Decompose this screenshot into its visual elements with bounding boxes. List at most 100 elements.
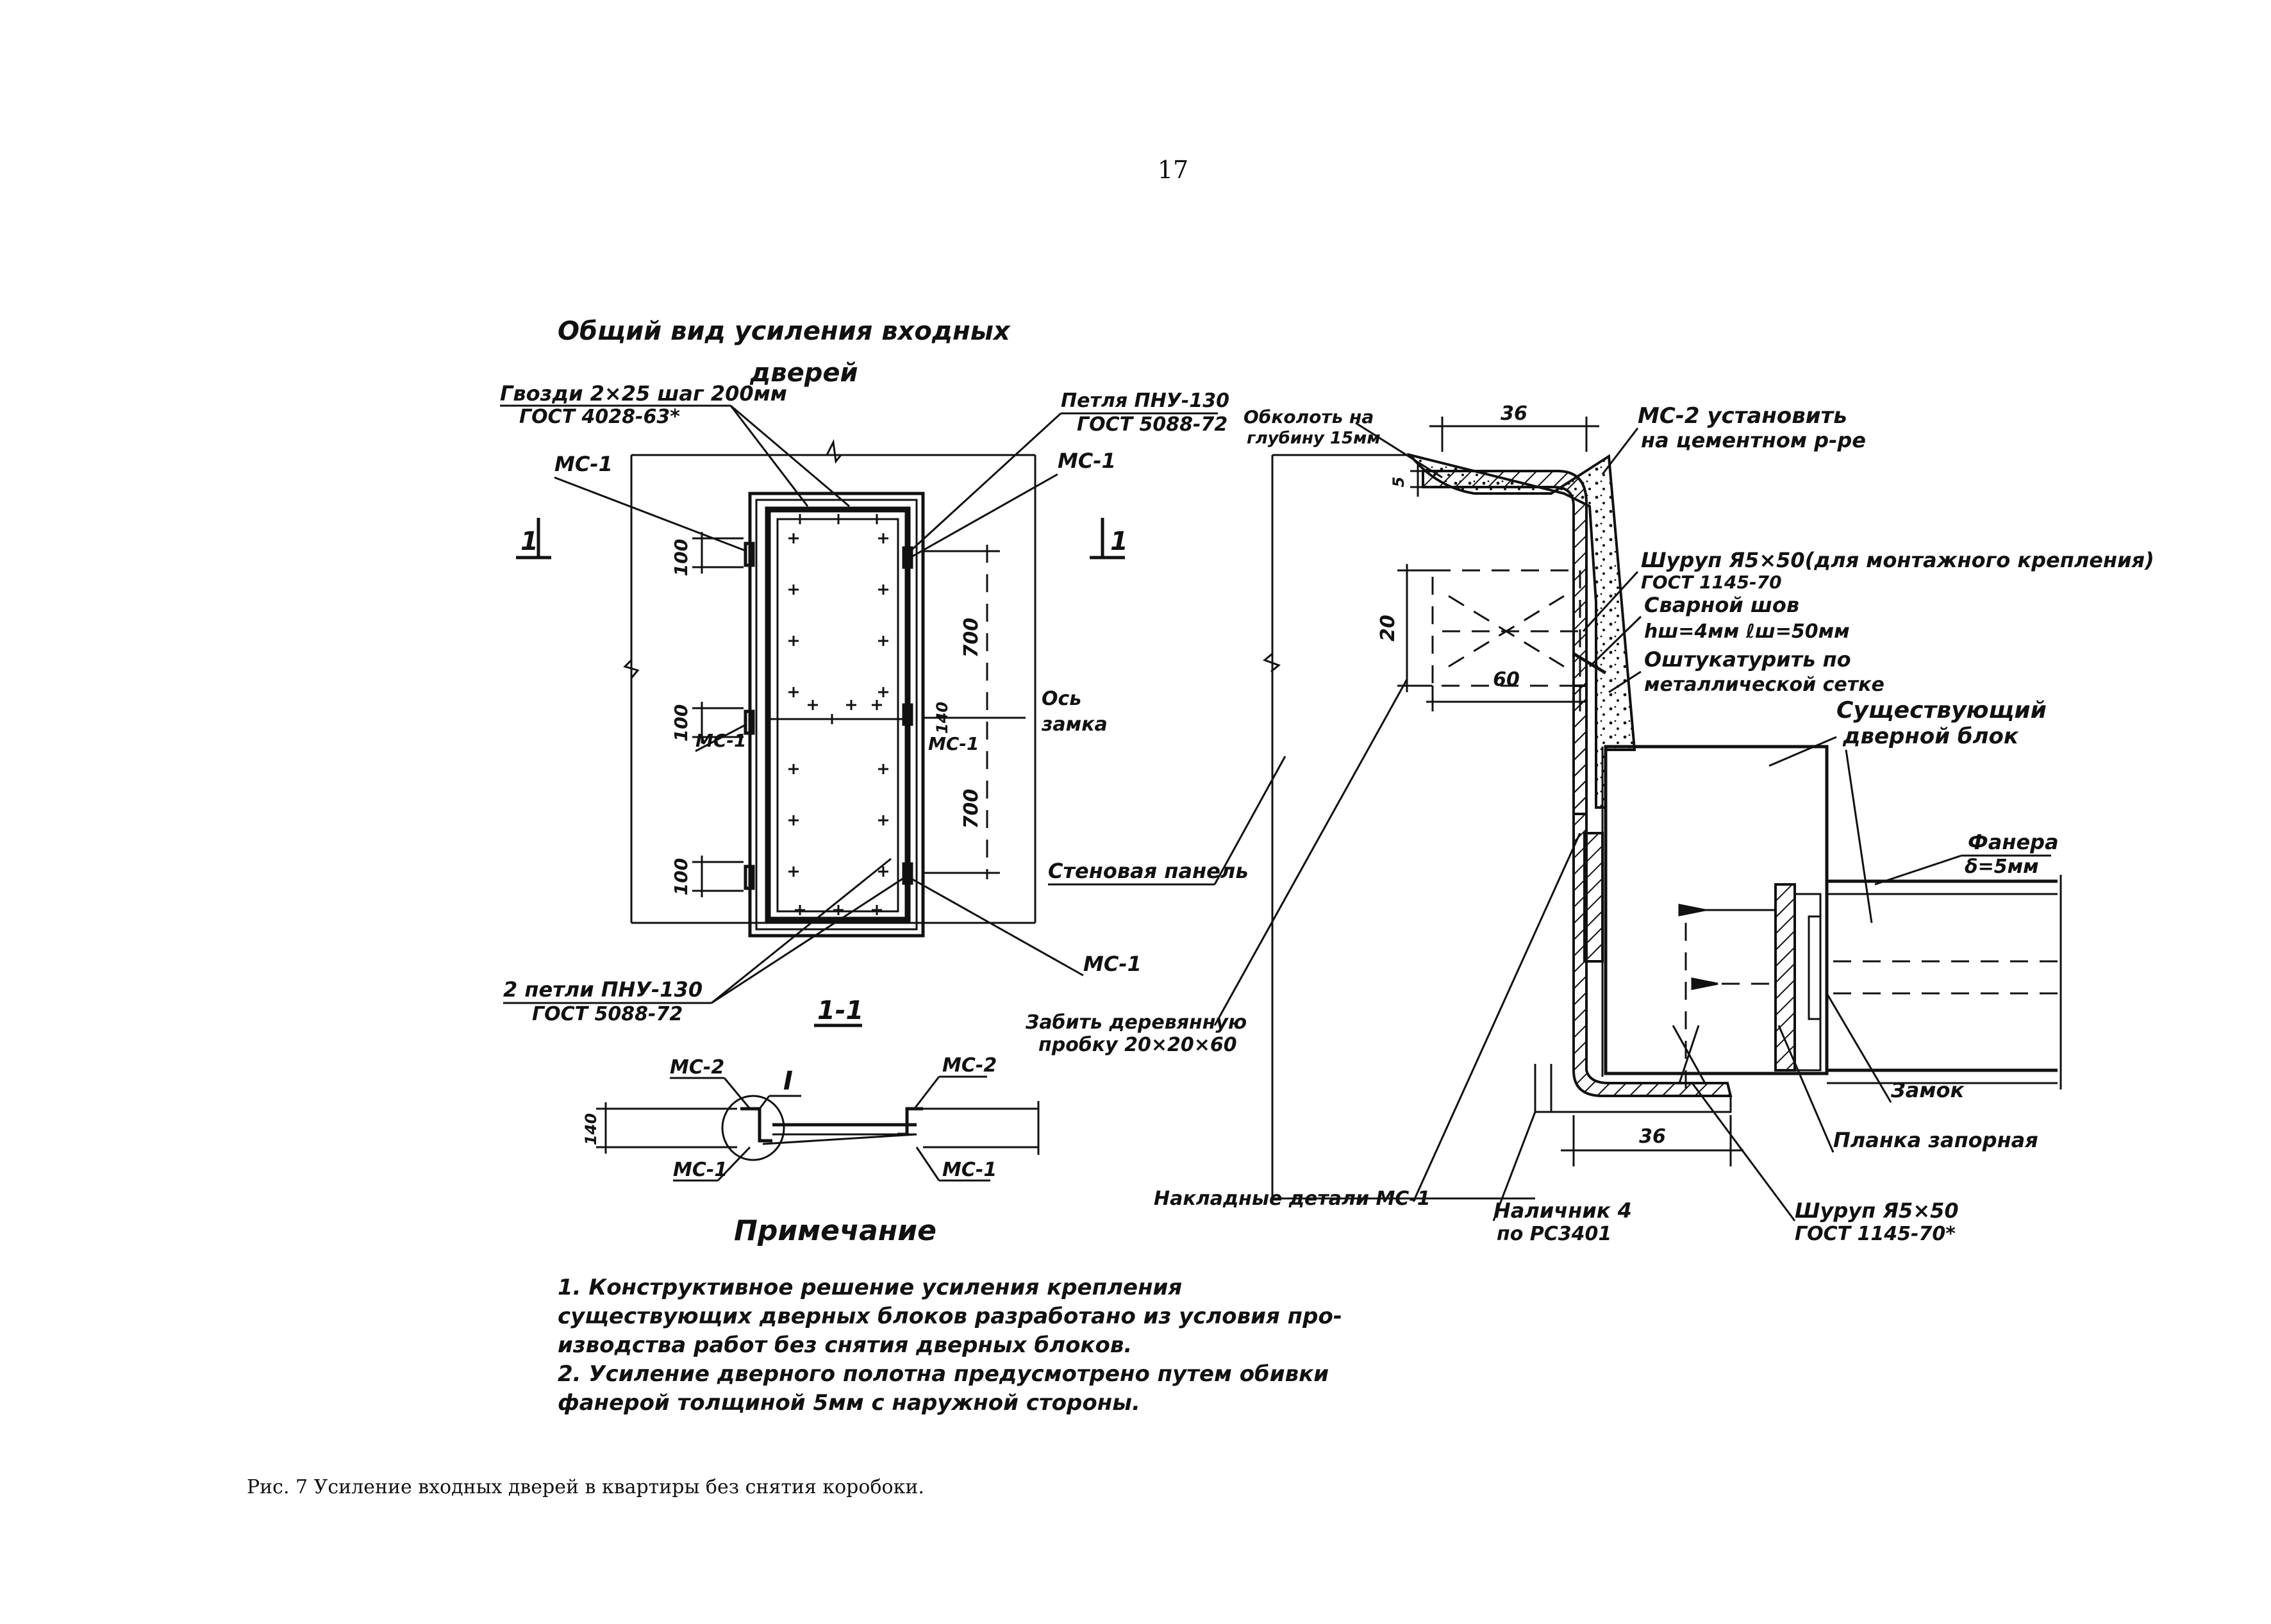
hinge-top-label: Петля ПНУ-130 [1061,390,1229,412]
plaster-label: Оштукатурить по [1644,647,1851,672]
screw-top-label: Шуруп Я5×50(для монтажного крепления) [1641,548,2154,572]
wall-panel-frame [623,438,1036,924]
ms1-bottom-leader [910,877,1084,977]
hinges-bottom-gost: ГОСТ 5088-72 [532,1003,683,1025]
hinges-bottom-label: 2 петли ПНУ-130 [503,977,703,1002]
ms1-mid-right-label: МС-1 [928,733,979,754]
dim-20 [1397,564,1433,692]
door-frame [748,492,925,938]
strike-plate-leader [1777,1025,1834,1153]
dim-36-top [1429,417,1599,452]
screw-marks [1572,652,1776,1090]
ms1-left-label: МС-1 [554,452,613,476]
wood-plug [1431,569,1581,687]
dims-left [692,532,744,897]
ms1-profile [1572,684,1733,1097]
ms2-install-leader [1601,427,1639,475]
section-callout-leader-2 [758,1095,770,1109]
wall-panel-label: Стеновая панель [1048,859,1249,883]
wall-panel-leader [1213,756,1286,885]
hinge-top-gost: ГОСТ 5088-72 [1077,413,1227,436]
wood-plug-leader [1213,679,1408,1026]
page-number: 17 [1158,156,1188,184]
dim-100-bottom: 100 [670,858,692,895]
ms1-return [1583,832,1604,963]
dim-100-top: 100 [670,539,692,576]
dim-20-label: 20 [1377,615,1399,642]
plywood-leader [1874,854,1962,886]
dims-right [923,545,1026,879]
lock-axis-label: Ось [1042,688,1081,710]
section-dim [596,1102,615,1154]
cut-depth-leader [1355,422,1443,479]
cut-depth-label: Обколоть на [1244,406,1374,427]
note-block: Примечание 1. Конструктивное решение уси… [558,1214,1342,1416]
casing-spec: по РС3401 [1497,1223,1611,1245]
dim-700-top: 700 [960,618,983,658]
section-title: 1-1 [817,996,863,1025]
existing-block-label: Существующий [1836,697,2047,724]
lock-leader [1826,993,1892,1103]
section-ms2-right-leader-2 [912,1076,940,1111]
nails-leaders [500,404,850,508]
overlay-parts-label: Накладные детали МС-1 [1154,1188,1431,1210]
section-mark-right [1090,518,1125,559]
dim-5 [1410,461,1426,497]
lock-axis-label-2: замка [1041,713,1108,736]
nail-marks [788,514,888,915]
general-view: Общий вид усиления входных дверей [500,317,1229,1025]
ms1-right-leader [910,473,1058,559]
existing-block-leader [1768,736,1837,767]
nails-gost: ГОСТ 4028-63* [519,406,680,428]
overlay-parts-leader [1412,833,1581,1202]
cut-depth-label-2: глубину 15мм [1247,429,1381,448]
hinge-top-leader [909,412,1218,552]
ms1-mid-left-leader [695,723,747,752]
casing-leader [1492,1111,1536,1222]
detail-view: 20 60 [1025,402,2154,1245]
section-dim-140: 140 [582,1113,600,1145]
dim-36-bottom-label: 36 [1639,1125,1666,1148]
dim-140: 140 [933,702,951,734]
dim-36-bottom [1561,1115,1743,1166]
nails-label: Гвозди 2×25 шаг 200мм [500,381,787,406]
lock-label: Замок [1890,1078,1965,1102]
wood-plug-size: пробку 20×20×60 [1038,1034,1237,1056]
section-mark-left-label: 1 [520,527,538,556]
detail-wall [1263,454,1535,1200]
dim-60 [1426,686,1586,711]
plaster-leader [1608,670,1642,693]
note-line-4: 2. Усиление дверного полотна предусмотре… [558,1361,1329,1387]
screw-top-leader [1582,570,1639,633]
plaster-fill [1406,452,1636,809]
ms1-bottom-label: МС-1 [1083,952,1142,976]
screw-top-gost: ГОСТ 1145-70 [1641,572,1782,593]
dim-5-label: 5 [1390,477,1408,488]
ms2-install-label: МС-2 установить [1638,403,1847,429]
section-ms1-right: МС-1 [942,1159,997,1181]
section-ms2-left-leader-2 [723,1077,751,1109]
note-line-3: изводства работ без снятия дверных блоко… [558,1332,1132,1358]
weld-label: Сварной шов [1644,593,1799,617]
screw-bottom-gost: ГОСТ 1145-70* [1795,1223,1956,1245]
general-view-title-2: дверей [749,358,858,388]
existing-block-leader-2 [1845,749,1873,924]
general-view-title: Общий вид усиления входных [558,317,1011,346]
casing-label: Наличник 4 [1493,1198,1632,1223]
note-line-2: существующих дверных блоков разработано … [558,1304,1342,1329]
note-heading: Примечание [734,1214,936,1247]
weld-leader [1588,615,1642,668]
figure-caption: Рис. 7 Усиление входных дверей в квартир… [247,1476,924,1498]
ms2-angle [1422,470,1588,815]
dim-700-bottom: 700 [960,789,983,829]
ms2-install-label-2: на цементном р-ре [1641,428,1866,452]
section-ms2-left: МС-2 [670,1056,724,1079]
section-callout-circle [721,1095,785,1161]
section-mark-right-label: 1 [1110,527,1128,556]
section-ms1-right-leader-2 [915,1147,940,1181]
casing [1534,1064,1732,1113]
existing-block-label-2: дверной блок [1842,724,2019,749]
wood-plug-label: Забить деревянную [1025,1011,1247,1034]
